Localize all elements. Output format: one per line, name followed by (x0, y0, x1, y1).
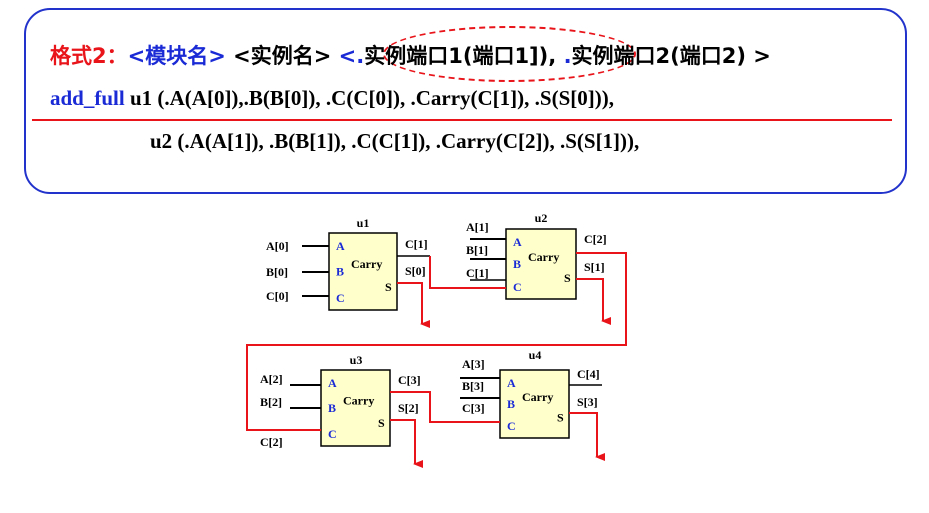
u4-carry-text: Carry (522, 390, 553, 404)
red-divider-line (32, 119, 892, 121)
u2-block (505, 228, 577, 300)
u1-sum-arrow (397, 282, 430, 328)
u3-port-c: C (328, 427, 337, 441)
u4-out-s: S[3] (577, 395, 598, 409)
diagram-layer: u1ABCCarrySu2ABCCarrySu3ABCCarrySu4ABCCa… (246, 211, 627, 468)
u2-input-in_a: A[1] (466, 220, 489, 234)
code-line-1: add_full u1 (.A(A[0]),.B(B[0]), .C(C[0])… (50, 86, 614, 111)
u3-carry-text: Carry (343, 393, 374, 407)
u2-s-text: S (564, 271, 571, 285)
u1-out-carry: C[1] (405, 237, 428, 251)
format-instance: <实例名> (225, 44, 339, 68)
code-module-name: add_full (50, 86, 125, 110)
u1-port-a: A (336, 239, 345, 253)
u1-port-c: C (336, 291, 345, 305)
u4-out-carry: C[4] (577, 367, 600, 381)
u1-block (328, 232, 398, 311)
u3-input-in_b: B[2] (260, 395, 282, 409)
u1-out-s: S[0] (405, 264, 426, 278)
carry-chain-u2-u3 (246, 252, 627, 431)
u1-carry-text: Carry (351, 257, 382, 271)
format-port2-prefix: . (563, 44, 572, 68)
u2-label: u2 (535, 211, 548, 225)
u4-port-a: A (507, 376, 516, 390)
u4-s-text: S (557, 411, 564, 425)
u2-out-s: S[1] (584, 260, 605, 274)
u3-out-carry: C[3] (398, 373, 421, 387)
u1-input-in_a: A[0] (266, 239, 289, 253)
u2-port-c: C (513, 280, 522, 294)
u2-sum-arrow (576, 278, 611, 325)
u2-port-b: B (513, 257, 521, 271)
u3-block (320, 369, 391, 447)
format-line: 格式2：<模块名> <实例名> <.实例端口1(端口1]), .实例端口2(端口… (50, 40, 771, 70)
u3-out-s: S[2] (398, 401, 419, 415)
format-port1-sep: , (548, 44, 564, 68)
u1-s-text: S (385, 280, 392, 294)
u4-input-in_c: C[3] (462, 401, 485, 415)
carry-chain-u1-u2 (429, 256, 506, 289)
highlight-ellipse (383, 26, 636, 82)
u3-s-text: S (378, 416, 385, 430)
u3-sum-arrow (390, 419, 423, 468)
u2-carry-text: Carry (528, 250, 559, 264)
u4-port-b: B (507, 397, 515, 411)
u3-label: u3 (350, 353, 363, 367)
u4-sum-arrow (569, 412, 605, 461)
code-line-2: u2 (.A(A[1]), .B(B[1]), .C(C[1]), .Carry… (150, 129, 640, 153)
format-module: <模块名> (127, 44, 226, 68)
u3-port-a: A (328, 376, 337, 390)
u4-port-c: C (507, 419, 516, 433)
format-label: 格式2： (50, 44, 128, 68)
u4-input-in_b: B[3] (462, 379, 484, 393)
u1-input-in_b: B[0] (266, 265, 288, 279)
u2-out-carry: C[2] (584, 232, 607, 246)
u4-input-in_a: A[3] (462, 357, 485, 371)
format-port1: 实例端口1(端口1]) (364, 44, 549, 68)
code-line-1-rest: u1 (.A(A[0]),.B(B[0]), .C(C[0]), .Carry(… (124, 86, 614, 110)
u3-input-in_a: A[2] (260, 372, 283, 386)
format-port2: 实例端口2(端口2) > (571, 44, 771, 68)
u2-input-in_c: C[1] (466, 266, 489, 280)
carry-chain-u3-u4 (390, 391, 500, 423)
format-port1-prefix: <. (338, 44, 365, 68)
u1-label: u1 (357, 216, 370, 230)
u4-label: u4 (529, 348, 542, 362)
u1-input-in_c: C[0] (266, 289, 289, 303)
u1-port-b: B (336, 265, 344, 279)
u3-port-b: B (328, 401, 336, 415)
u4-block (499, 369, 570, 439)
u2-input-in_b: B[1] (466, 243, 488, 257)
u2-port-a: A (513, 235, 522, 249)
u3-input-in_c: C[2] (260, 435, 283, 449)
